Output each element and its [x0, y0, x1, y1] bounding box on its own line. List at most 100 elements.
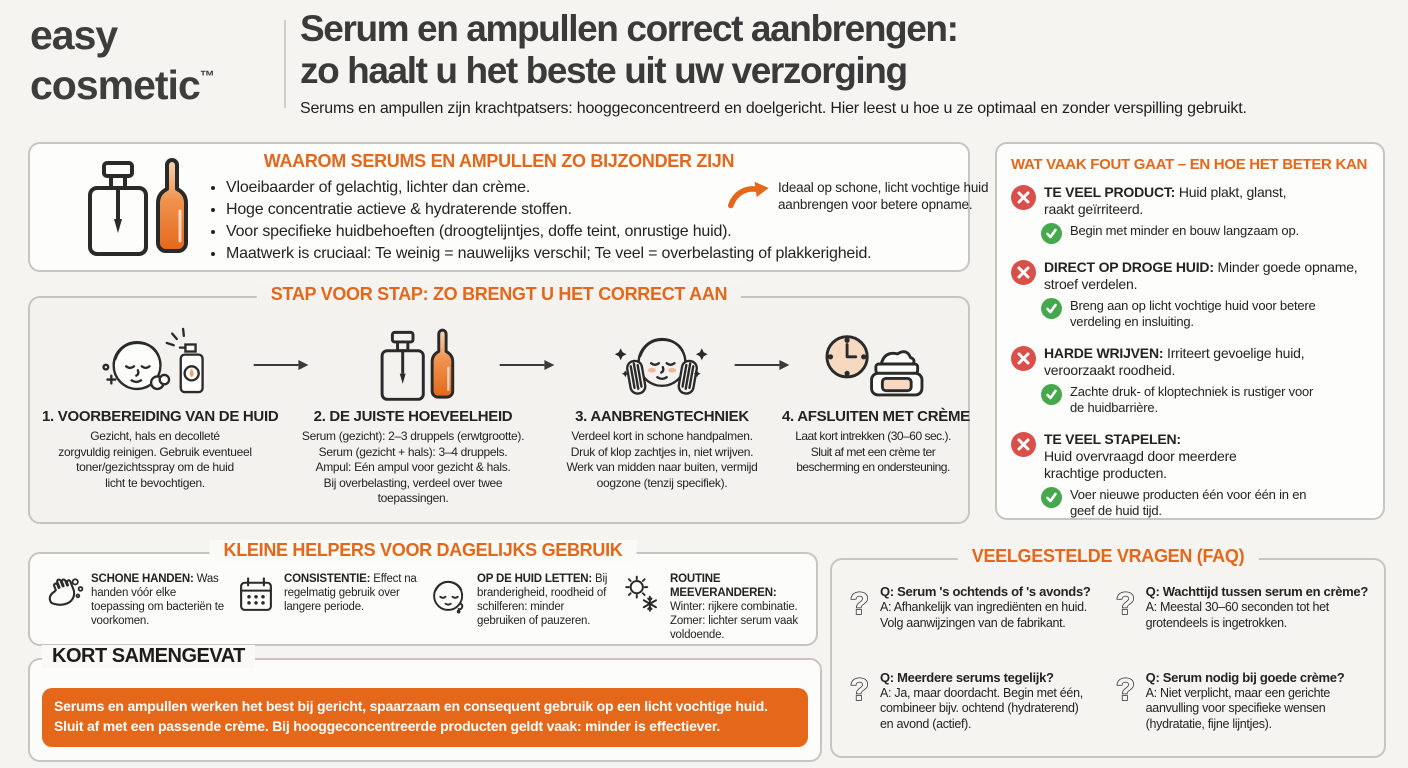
helper-label: SCHONE HANDEN: [91, 573, 194, 585]
step-by-step-box: STAP VOOR STAP: ZO BRENGT U HET CORRECT … [28, 284, 970, 524]
summary-title: KORT SAMENGEVAT [42, 645, 255, 668]
mistake-text: Huid overvraagd door meerdere krachtige … [1044, 448, 1237, 481]
summary-banner: Serums en ampullen werken het best bij g… [42, 688, 808, 747]
header-divider [284, 20, 286, 108]
step-1-title: 1. VOORBEREIDING VAN DE HUID [42, 408, 279, 425]
fix-text: Breng aan op licht vochtige huid voor be… [1070, 298, 1316, 329]
step-4: 4. AFSLUITEN MET CRÈME Laat kort intrekk… [782, 324, 970, 476]
why-serums-box: WAAROM SERUMS EN AMPULLEN ZO BIJZONDER Z… [28, 142, 988, 272]
faq-box: VEELGESTELDE VRAGEN (FAQ) ? Q: Serum 's … [830, 546, 1386, 758]
error-x-icon [1011, 260, 1036, 285]
hand-washing-icon [42, 574, 84, 621]
why-bullets-list: Vloeibaarder of gelachtig, lichter dan c… [208, 176, 1021, 265]
common-mistakes-box: WAT VAAK FOUT GAAT – EN HOE HET BETER KA… [995, 142, 1385, 520]
right-arrow-icon [252, 358, 310, 377]
mistake-text: Minder goede opname, stroef verdelen. [1044, 259, 1358, 292]
mistake-label: TE VEEL PRODUCT: [1044, 184, 1176, 200]
faq-question: Q: Meerdere serums tegelijk? [880, 669, 1054, 685]
right-arrow-icon [498, 358, 556, 377]
helper-label: ROUTINE MEEVERANDEREN: [670, 573, 777, 599]
page-title-line2: zo haalt u het beste uit uw verzorging [300, 50, 908, 91]
svg-text:?: ? [850, 672, 869, 707]
faq-answer: A: Niet verplicht, maar een gerichte aan… [1145, 685, 1331, 731]
fix-text: Zachte druk- of kloptechniek is rustiger… [1070, 384, 1314, 415]
mistake-label: DIRECT OP DROGE HUID: [1044, 259, 1214, 275]
helper-text: Bij branderigheid, roodheid of schilfere… [477, 573, 608, 627]
why-bullet: Voor specifieke huidbehoeften (droogteli… [226, 221, 1021, 242]
step-1: 1. VOORBEREIDING VAN DE HUID Gezicht, ha… [42, 324, 279, 491]
clock-cream-jar-icon [782, 324, 964, 404]
fix-text: Voer nieuwe producten één voor één in en… [1070, 487, 1307, 518]
face-spray-icon [42, 324, 268, 404]
faq-item: ? Q: Serum 's ochtends of 's avonds? A: … [848, 584, 1102, 655]
application-tip-note: Ideaal op schone, licht vochtige huid aa… [728, 180, 988, 215]
right-arrow-icon [733, 358, 791, 377]
why-serums-title: WAAROM SERUMS EN AMPULLEN ZO BIJZONDER Z… [263, 151, 735, 171]
error-x-icon [1011, 346, 1036, 371]
mistake-text: Huid plakt, glanst, raakt geïrriteerd. [1044, 184, 1287, 217]
helper-label: OP DE HUID LETTEN: [477, 573, 593, 585]
mistake-item: DIRECT OP DROGE HUID: Minder goede opnam… [1011, 259, 1369, 330]
common-mistakes-title: WAT VAAK FOUT GAAT – EN HOE HET BETER KA… [1011, 156, 1368, 173]
daily-helpers-title: KLEINE HELPERS VOOR DAGELIJKS GEBRUIK [209, 540, 637, 561]
trademark-symbol: ™ [199, 68, 215, 85]
page-title: Serum en ampullen correct aanbrengen: zo… [300, 8, 959, 92]
step-2: 2. DE JUISTE HOEVEELHEID Serum (gezicht)… [280, 324, 546, 507]
helper-item: CONSISTENTIE: Effect na regelmatig gebru… [235, 572, 418, 644]
faq-answer: A: Afhankelijk van ingrediënten en huid.… [880, 600, 1087, 630]
logo-line1: easy [30, 12, 118, 58]
faq-question: Q: Serum nodig bij goede crème? [1145, 669, 1345, 685]
step-4-text: Laat kort intrekken (30–60 sec.). Sluit … [795, 429, 951, 474]
summary-box: KORT SAMENGEVAT Serums en ampullen werke… [28, 645, 822, 762]
step-3-title: 3. AANBRENGTECHNIEK [575, 408, 749, 425]
helper-text: Winter: rijkere combinatie. Zomer: licht… [670, 601, 798, 641]
mistake-label: HARDE WRIJVEN: [1044, 345, 1164, 361]
face-hands-icon [546, 324, 778, 404]
dropper-bottle-ampoule-icon [280, 324, 546, 404]
faq-item: ? Q: Meerdere serums tegelijk? A: Ja, ma… [848, 670, 1102, 756]
sun-snowflake-icon [621, 574, 663, 621]
faq-question: Q: Wachttijd tussen serum en crème? [1145, 584, 1369, 599]
why-bullet: Vloeibaarder of gelachtig, lichter dan c… [226, 177, 1021, 198]
why-bullet: Maatwerk is cruciaal: Te weinig = nauwel… [226, 243, 1021, 264]
step-1-text: Gezicht, hals en decolleté zorgvuldig re… [58, 429, 252, 490]
calendar-icon [235, 574, 277, 621]
faq-question: Q: Serum 's ochtends of 's avonds? [880, 584, 1091, 599]
mistake-item: HARDE WRIJVEN: Irriteert gevoelige huid,… [1011, 345, 1369, 416]
why-bullet: Hoge concentratie actieve & hydraterende… [226, 199, 1021, 220]
mistake-text: Irriteert gevoelige huid, veroorzaakt ro… [1044, 345, 1305, 378]
svg-text:?: ? [850, 586, 869, 621]
helper-item: SCHONE HANDEN: Was handen vóór elke toep… [42, 572, 225, 644]
mistake-item: TE VEEL PRODUCT: Huid plakt, glanst, raa… [1011, 184, 1369, 244]
faq-answer: A: Ja, maar doordacht. Begin met één, co… [880, 685, 1083, 731]
page-subtitle: Serums en ampullen zijn krachtpatsers: h… [300, 100, 1247, 117]
question-mark-icon: ? [848, 671, 872, 715]
helper-text: Was handen vóór elke toepassing om bacte… [91, 573, 224, 627]
brand-logo: easy cosmetic™ [30, 14, 215, 106]
fix-text: Begin met minder en bouw langzaam op. [1070, 223, 1299, 238]
page-title-line1: Serum en ampullen correct aanbrengen: [300, 8, 959, 49]
dropper-bottle-ampoule-icon [76, 153, 188, 264]
helper-text: Effect na regelmatig gebruik over langer… [284, 573, 417, 613]
check-icon [1041, 487, 1062, 508]
faq-title: VEELGESTELDE VRAGEN (FAQ) [957, 546, 1259, 567]
mistake-item: TE VEEL STAPELEN: Huid overvraagd door m… [1011, 431, 1369, 519]
step-4-title: 4. AFSLUITEN MET CRÈME [782, 408, 970, 425]
skin-check-face-icon [428, 574, 470, 621]
check-icon [1041, 223, 1062, 244]
error-x-icon [1011, 432, 1036, 457]
step-2-text: Serum (gezicht): 2–3 druppels (erwtgroot… [301, 429, 525, 505]
error-x-icon [1011, 185, 1036, 210]
helper-item: OP DE HUID LETTEN: Bij branderigheid, ro… [428, 572, 611, 644]
svg-text:?: ? [1115, 672, 1134, 707]
curved-arrow-icon [728, 180, 770, 215]
faq-item: ? Q: Wachttijd tussen serum en crème? A:… [1114, 584, 1369, 655]
helper-label: CONSISTENTIE: [284, 573, 371, 585]
helper-item: ROUTINE MEEVERANDEREN: Winter: rijkere c… [621, 572, 804, 644]
daily-helpers-box: KLEINE HELPERS VOOR DAGELIJKS GEBRUIK SC… [28, 540, 818, 646]
step-2-title: 2. DE JUISTE HOEVEELHEID [313, 408, 513, 425]
faq-item: ? Q: Serum nodig bij goede crème? A: Nie… [1114, 670, 1368, 756]
mistake-label: TE VEEL STAPELEN: [1044, 431, 1181, 447]
step-3: 3. AANBRENGTECHNIEK Verdeel kort in scho… [546, 324, 778, 491]
